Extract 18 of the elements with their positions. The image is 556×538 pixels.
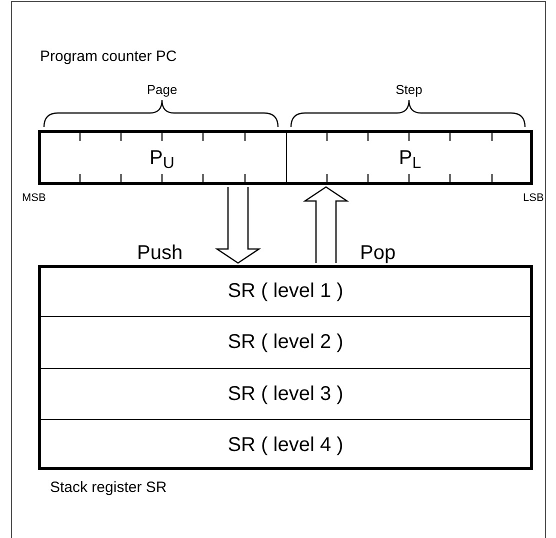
field-label: Page (146, 81, 178, 99)
stack-level-row: SR ( level 3 ) (38, 368, 533, 419)
stack-level-row: SR ( level 2 ) (38, 316, 533, 368)
edge-label: Pop (360, 241, 396, 266)
heading-text: Stack register SR (50, 478, 167, 498)
hollow-arrow (214, 186, 262, 264)
register-box (38, 130, 533, 185)
edge-label: Push (137, 241, 183, 266)
stack-level-row: SR ( level 4 ) (38, 418, 533, 470)
heading-text: Program counter PC (40, 47, 177, 67)
register-field: P$_{L}$ (286, 130, 533, 185)
field-label: Step (396, 81, 422, 99)
register-field: P$_{U}$ (38, 130, 286, 185)
hollow-arrow (302, 186, 350, 264)
stack-level-row: SR ( level 1 ) (38, 265, 533, 316)
bit-order-label: LSB (523, 191, 544, 206)
bit-order-label: MSB (22, 191, 46, 206)
stack-box (38, 265, 533, 470)
